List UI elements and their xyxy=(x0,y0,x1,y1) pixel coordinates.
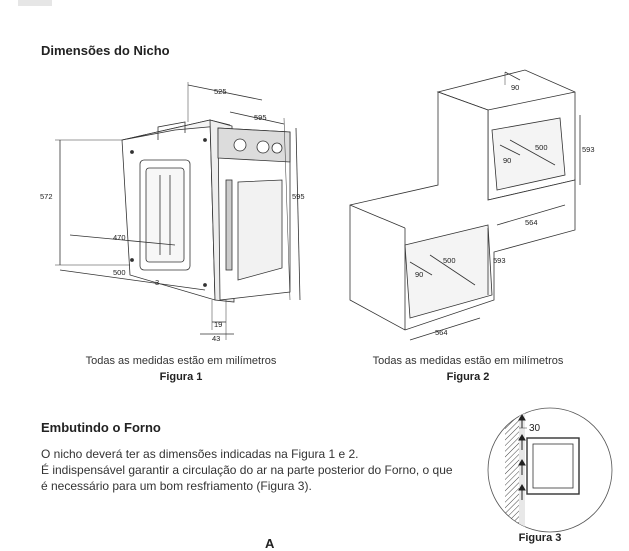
fig2-dim-500-lower: 500 xyxy=(443,256,456,265)
section-title-installing-oven: Embutindo o Forno xyxy=(41,420,161,435)
fig2-dim-593-upper: 593 xyxy=(582,145,595,154)
fig1-dim-19: 19 xyxy=(214,320,222,329)
fig1-dim-525: 525 xyxy=(214,87,227,96)
fig2-dim-500-upper: 500 xyxy=(535,143,548,152)
fig2-dim-90-lower: 90 xyxy=(415,270,423,279)
figure-2-label: Figura 2 xyxy=(446,371,490,383)
fig1-dim-3: 3 xyxy=(155,278,159,287)
instruction-line-1: O nicho deverá ter as dimensões indicada… xyxy=(41,447,359,461)
fig1-dim-595-top: 595 xyxy=(254,113,267,122)
fig1-dim-43: 43 xyxy=(212,334,220,343)
fig2-dim-564-upper: 564 xyxy=(525,218,538,227)
fig2-dim-90-top: 90 xyxy=(511,83,519,92)
figure-3-label: Figura 3 xyxy=(518,532,562,544)
instruction-line-2: É indispensável garantir a circulação do… xyxy=(41,463,453,477)
figure-1-caption: Todas as medidas estão em milímetros xyxy=(85,355,277,367)
fig2-dim-90-upper: 90 xyxy=(503,156,511,165)
section-title-niche-dimensions: Dimensões do Nicho xyxy=(41,43,170,58)
figure-2-caption: Todas as medidas estão em milímetros xyxy=(372,355,564,367)
fig1-dim-572: 572 xyxy=(40,192,53,201)
instruction-line-3: é necessário para um bom resfriamento (F… xyxy=(41,479,312,493)
fig1-dim-500: 500 xyxy=(113,268,126,277)
fig3-dim-30: 30 xyxy=(529,423,541,434)
fig1-dim-595-side: 595 xyxy=(292,192,305,201)
fig1-dim-470: 470 xyxy=(113,233,126,242)
installation-instructions: O nicho deverá ter as dimensões indicada… xyxy=(41,446,481,494)
page-marker: A xyxy=(265,536,275,551)
figure-1-label: Figura 1 xyxy=(159,371,203,383)
fig2-dim-593-lower: 593 xyxy=(493,256,506,265)
page-corner-tab xyxy=(18,0,52,6)
fig2-dim-564-lower: 564 xyxy=(435,328,448,337)
